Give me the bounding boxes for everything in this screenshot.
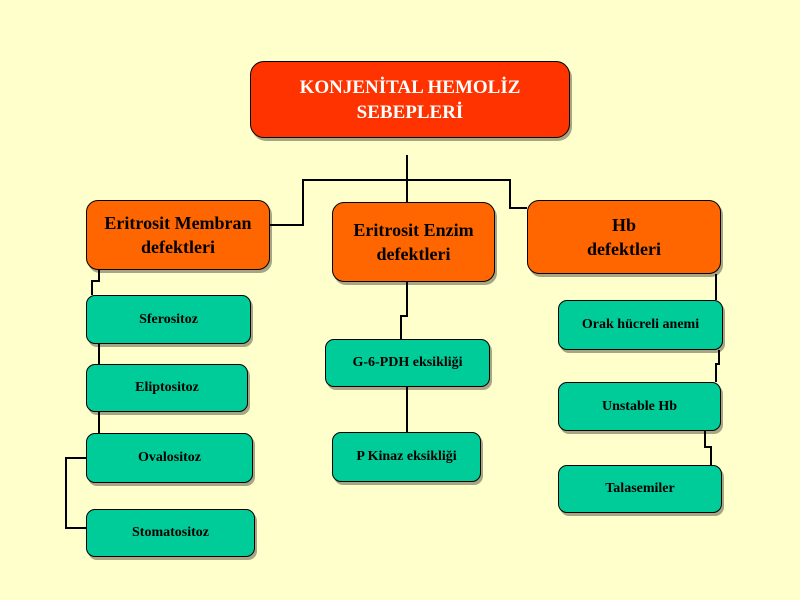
membrane-item-box: Ovalositoz [86, 433, 253, 483]
enzyme-item-label: P Kinaz eksikliği [356, 449, 457, 464]
hb-item-box: Talasemiler [558, 465, 722, 513]
connector-enzyme-to-g6pdh [400, 282, 408, 339]
hb-item-box: Unstable Hb [558, 382, 721, 431]
membrane-item-label: Sferositoz [139, 311, 198, 327]
enzyme-item-box: G-6-PDH eksikliği [325, 339, 490, 387]
enzyme-item-label: G-6-PDH eksikliği [352, 355, 463, 370]
connector-ovalositoz-to-stomatositoz [65, 457, 86, 529]
category-enzyme-box: Eritrosit Enzim defektleri [332, 202, 495, 282]
hb-item-label: Talasemiler [605, 481, 675, 496]
category-membrane-label: Eritrosit Membran defektleri [104, 213, 252, 257]
membrane-item-label: Stomatositoz [132, 525, 209, 540]
hb-item-label: Orak hücreli anemi [581, 317, 700, 332]
membrane-item-label: Eliptositoz [135, 380, 199, 395]
hb-item-label: Unstable Hb [601, 398, 678, 414]
membrane-item-box: Sferositoz [86, 295, 251, 344]
membrane-item-box: Eliptositoz [86, 364, 248, 412]
category-membrane-box: Eritrosit Membran defektleri [86, 200, 270, 270]
connector-branch-to-membrane [270, 179, 407, 226]
enzyme-item-box: P Kinaz eksikliği [332, 432, 481, 482]
connector-membrane-to-sferositoz [91, 270, 100, 295]
hb-item-box: Orak hücreli anemi [558, 300, 723, 350]
category-hb-box: Hb defektleri [527, 200, 721, 274]
connector-orak-to-unstable [715, 350, 720, 382]
membrane-item-label: Ovalositoz [138, 450, 201, 465]
title-box: KONJENİTAL HEMOLİZ SEBEPLERİ [250, 61, 570, 138]
connector-branch-to-hb [407, 179, 527, 209]
title-text: KONJENİTAL HEMOLİZ SEBEPLERİ [299, 76, 521, 123]
membrane-item-box: Stomatositoz [86, 509, 255, 557]
category-enzyme-label: Eritrosit Enzim defektleri [353, 220, 474, 264]
connector-unstable-to-talasemiler [704, 431, 712, 465]
category-hb-label: Hb defektleri [587, 215, 661, 259]
